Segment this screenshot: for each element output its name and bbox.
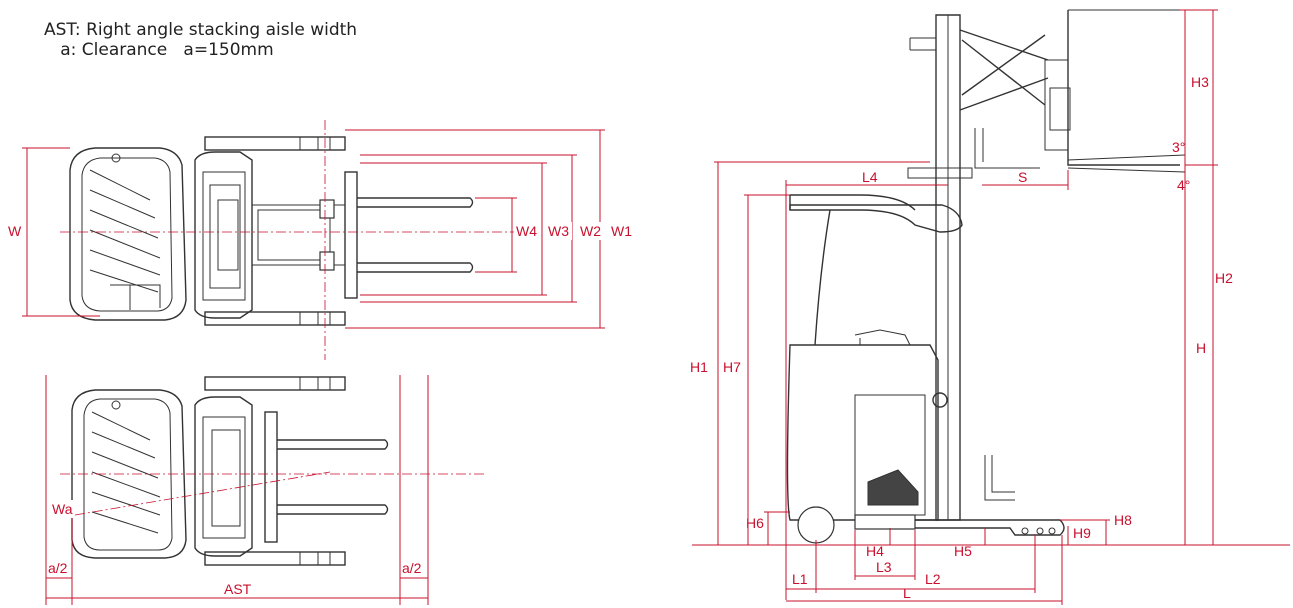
label-tilt-up: 3° [1172,139,1185,155]
label-H2: H2 [1215,270,1233,286]
label-H7: H7 [723,359,741,375]
label-H3: H3 [1191,74,1209,90]
label-tilt-down: 4° [1177,177,1190,193]
label-W1: W1 [611,223,632,239]
label-H9: H9 [1073,525,1091,541]
top-view-straight [60,120,520,360]
legend: AST: Right angle stacking aisle width a:… [44,20,357,60]
side-view [786,9,1186,544]
label-a-half-right: a/2 [402,560,422,576]
label-H8: H8 [1114,512,1132,528]
label-H4: H4 [866,543,884,559]
label-W4: W4 [516,223,537,239]
legend-clearance: a: Clearance a=150mm [44,40,274,60]
label-H1: H1 [690,359,708,375]
legend-ast: AST: Right angle stacking aisle width [44,20,358,40]
label-H5: H5 [954,543,972,559]
label-L3: L3 [876,559,892,575]
label-L1: L1 [792,571,808,587]
turning-dimensions [45,375,429,605]
label-a-half-left: a/2 [48,560,68,576]
label-S: S [1018,169,1027,185]
label-W2: W2 [580,223,601,239]
label-H6: H6 [746,515,764,531]
label-W3: W3 [548,223,569,239]
label-AST: AST [224,581,252,597]
top-view-turning [60,376,485,566]
label-Wa: Wa [52,501,73,517]
label-L4: L4 [862,169,878,185]
label-L: L [903,585,911,601]
label-W: W [8,223,22,239]
label-L2: L2 [925,571,941,587]
side-view-dimensions [714,9,1218,605]
label-H: H [1196,340,1206,356]
